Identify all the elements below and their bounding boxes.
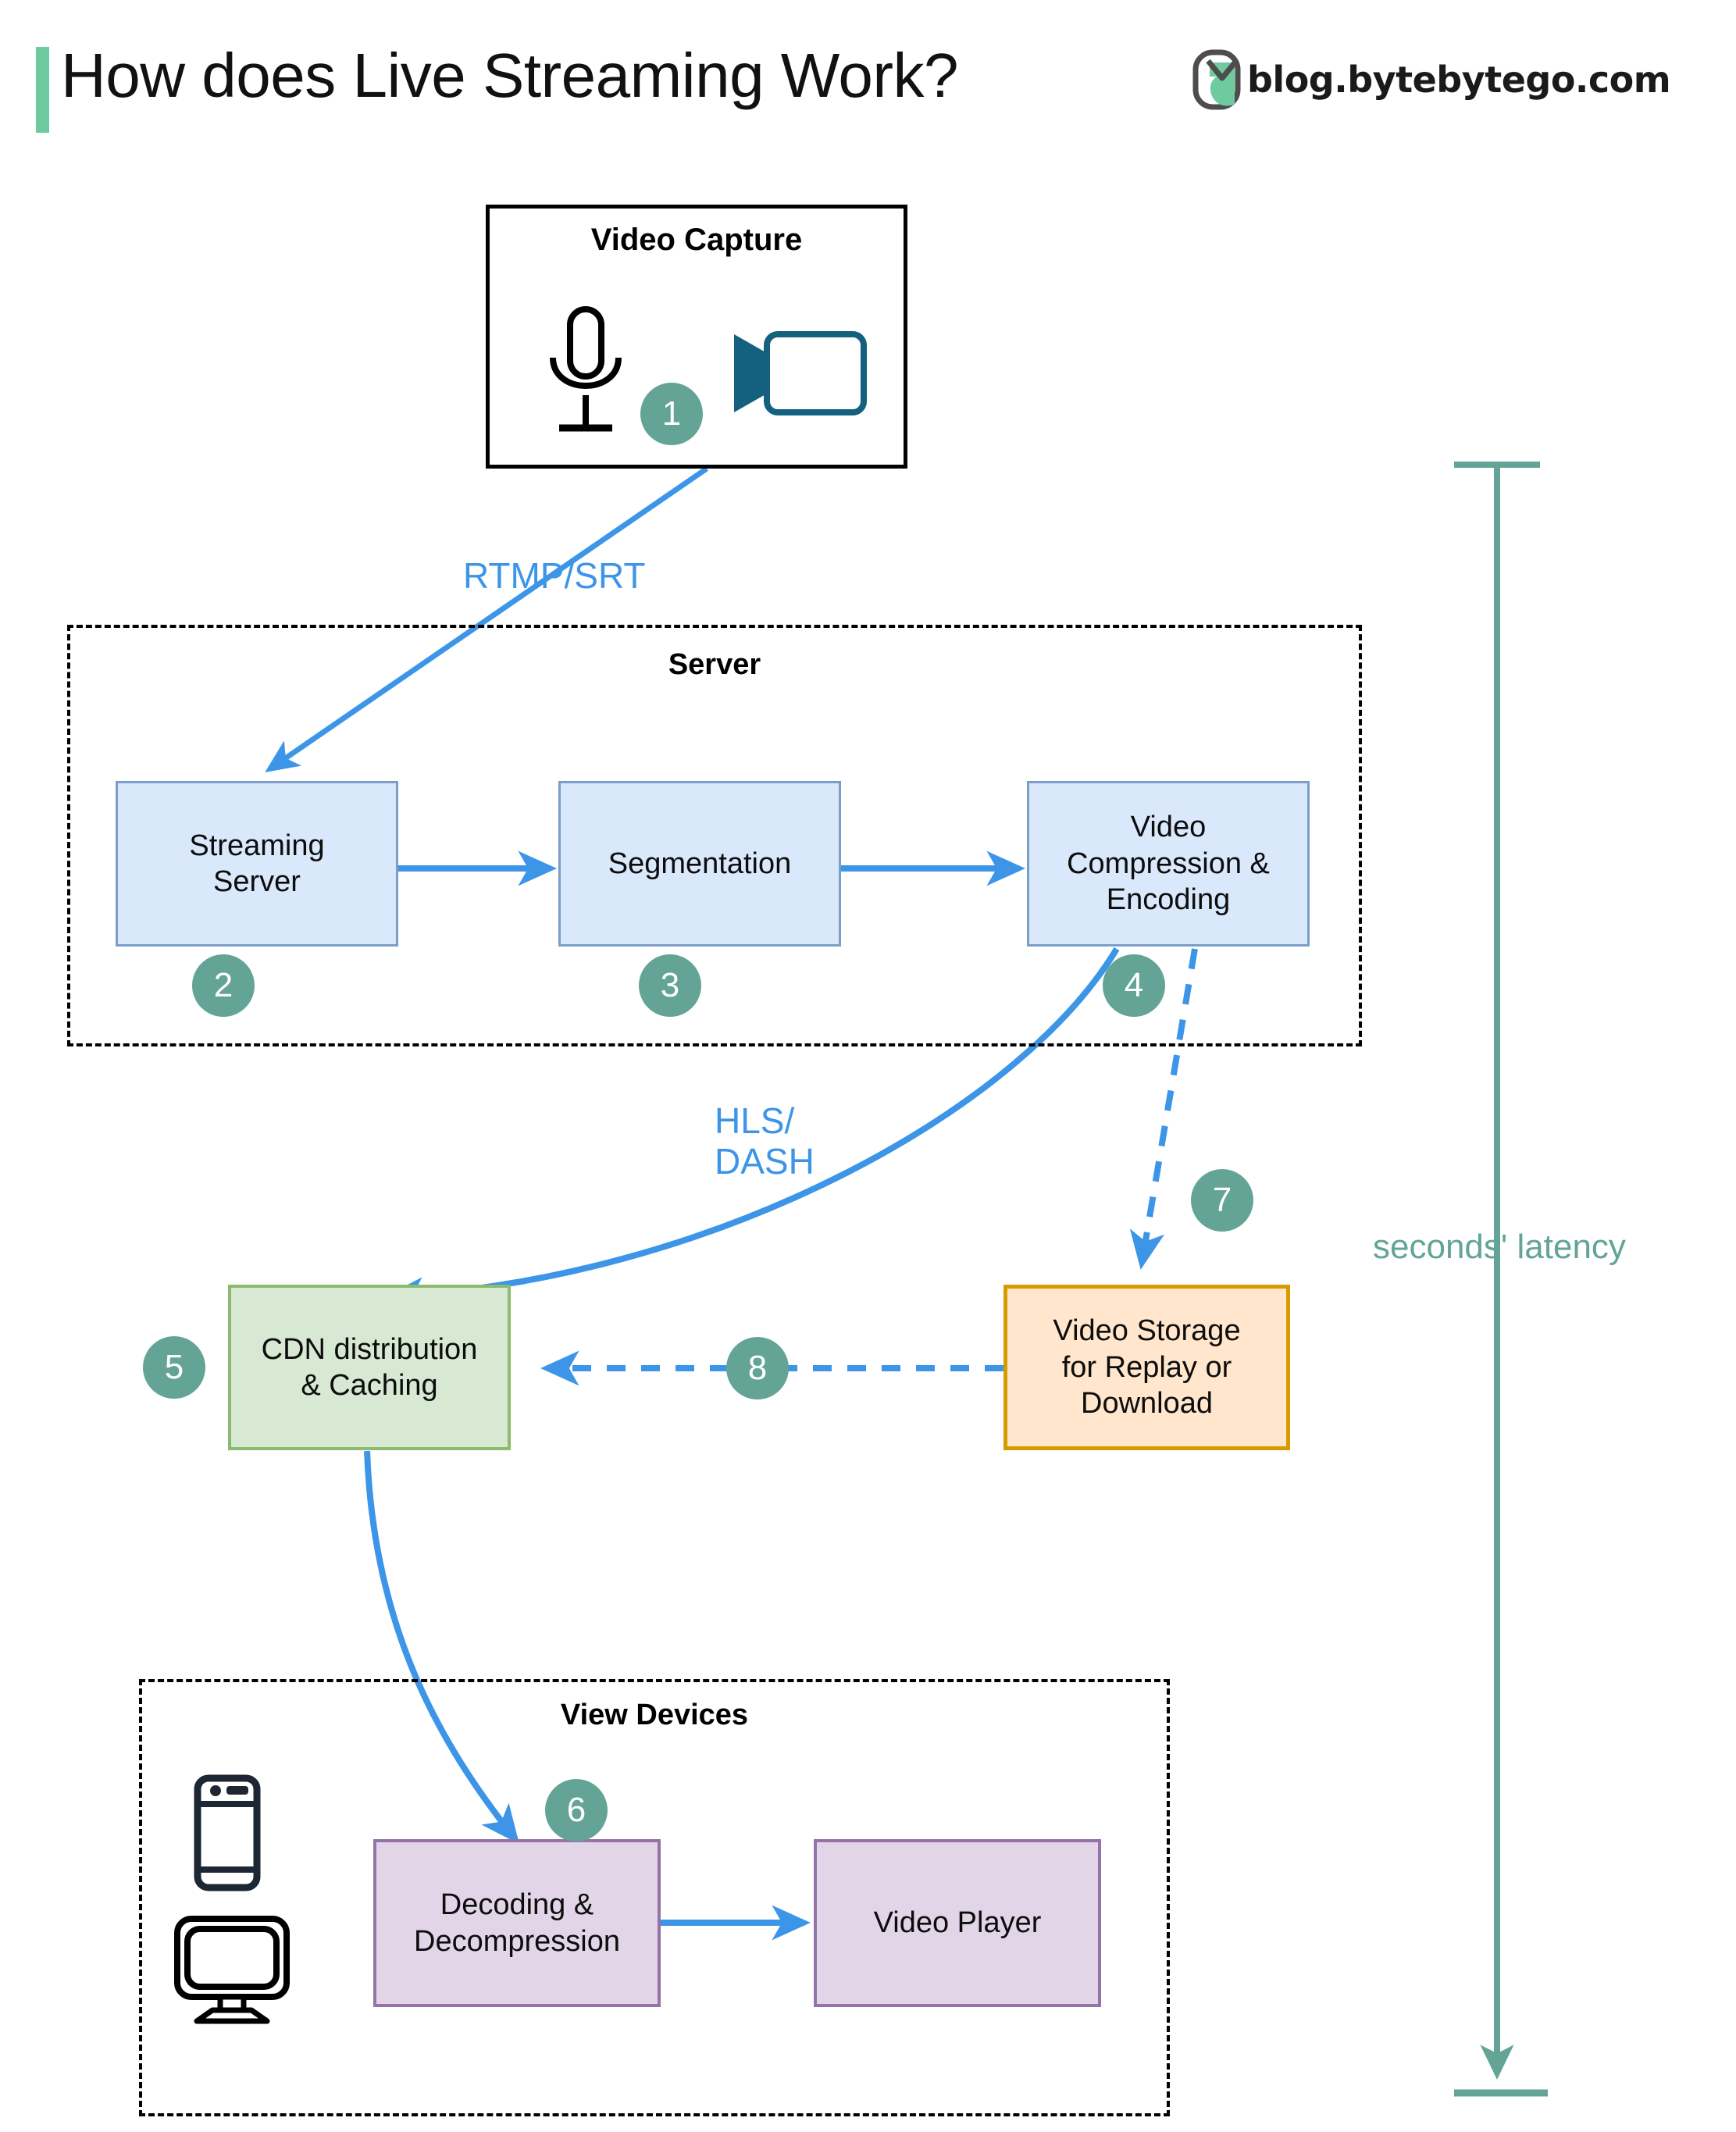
- node-decoding-decompression[interactable]: Decoding & Decompression: [373, 1839, 661, 2007]
- header: How does Live Streaming Work? blog.byteb…: [0, 0, 1736, 156]
- brand[interactable]: blog.bytebytego.com: [1191, 48, 1671, 111]
- title-accent-bar: [36, 47, 49, 133]
- smartphone-icon: [194, 1774, 261, 1891]
- server-group: [67, 625, 1362, 1046]
- node-streaming-server-label: Streaming Server: [189, 829, 325, 898]
- node-video-player-label: Video Player: [873, 1906, 1042, 1940]
- view-devices-group: [139, 1679, 1170, 2116]
- video-camera-icon: [734, 331, 867, 415]
- step-badge-3: 3: [639, 954, 701, 1017]
- step-badge-5: 5: [143, 1336, 205, 1399]
- node-video-storage[interactable]: Video Storage for Replay or Download: [1003, 1285, 1290, 1450]
- node-video-storage-label: Video Storage for Replay or Download: [1053, 1314, 1241, 1421]
- desktop-monitor-icon: [174, 1916, 290, 2024]
- node-cdn-label: CDN distribution & Caching: [261, 1332, 478, 1402]
- step-badge-6: 6: [545, 1779, 608, 1841]
- step-badge-8: 8: [726, 1337, 789, 1399]
- edge-label-hls-dash: HLS/ DASH: [715, 1100, 815, 1182]
- node-video-player[interactable]: Video Player: [814, 1839, 1101, 2007]
- video-capture-title: Video Capture: [590, 223, 803, 257]
- node-cdn-distribution-caching[interactable]: CDN distribution & Caching: [228, 1285, 511, 1450]
- step-badge-7: 7: [1191, 1169, 1253, 1232]
- node-streaming-server[interactable]: Streaming Server: [116, 781, 398, 947]
- bytebytego-logo-icon: [1192, 49, 1241, 110]
- view-devices-group-title: View Devices: [560, 1699, 749, 1731]
- node-segmentation-label: Segmentation: [608, 847, 792, 880]
- server-group-title: Server: [668, 648, 761, 681]
- node-video-compression-encoding[interactable]: Video Compression & Encoding: [1027, 781, 1310, 947]
- page-title: How does Live Streaming Work?: [61, 41, 958, 110]
- latency-annotation-label: seconds' latency: [1373, 1228, 1626, 1266]
- node-video-compression-encoding-label: Video Compression & Encoding: [1067, 811, 1270, 917]
- edge-label-rtmp-srt: RTMP/SRT: [463, 555, 646, 596]
- step-badge-1: 1: [640, 383, 703, 445]
- node-segmentation[interactable]: Segmentation: [558, 781, 841, 947]
- node-decoding-label: Decoding & Decompression: [414, 1888, 620, 1958]
- step-badge-4: 4: [1103, 954, 1165, 1017]
- microphone-icon: [550, 306, 622, 432]
- step-badge-2: 2: [192, 954, 255, 1017]
- brand-text: blog.bytebytego.com: [1247, 59, 1671, 101]
